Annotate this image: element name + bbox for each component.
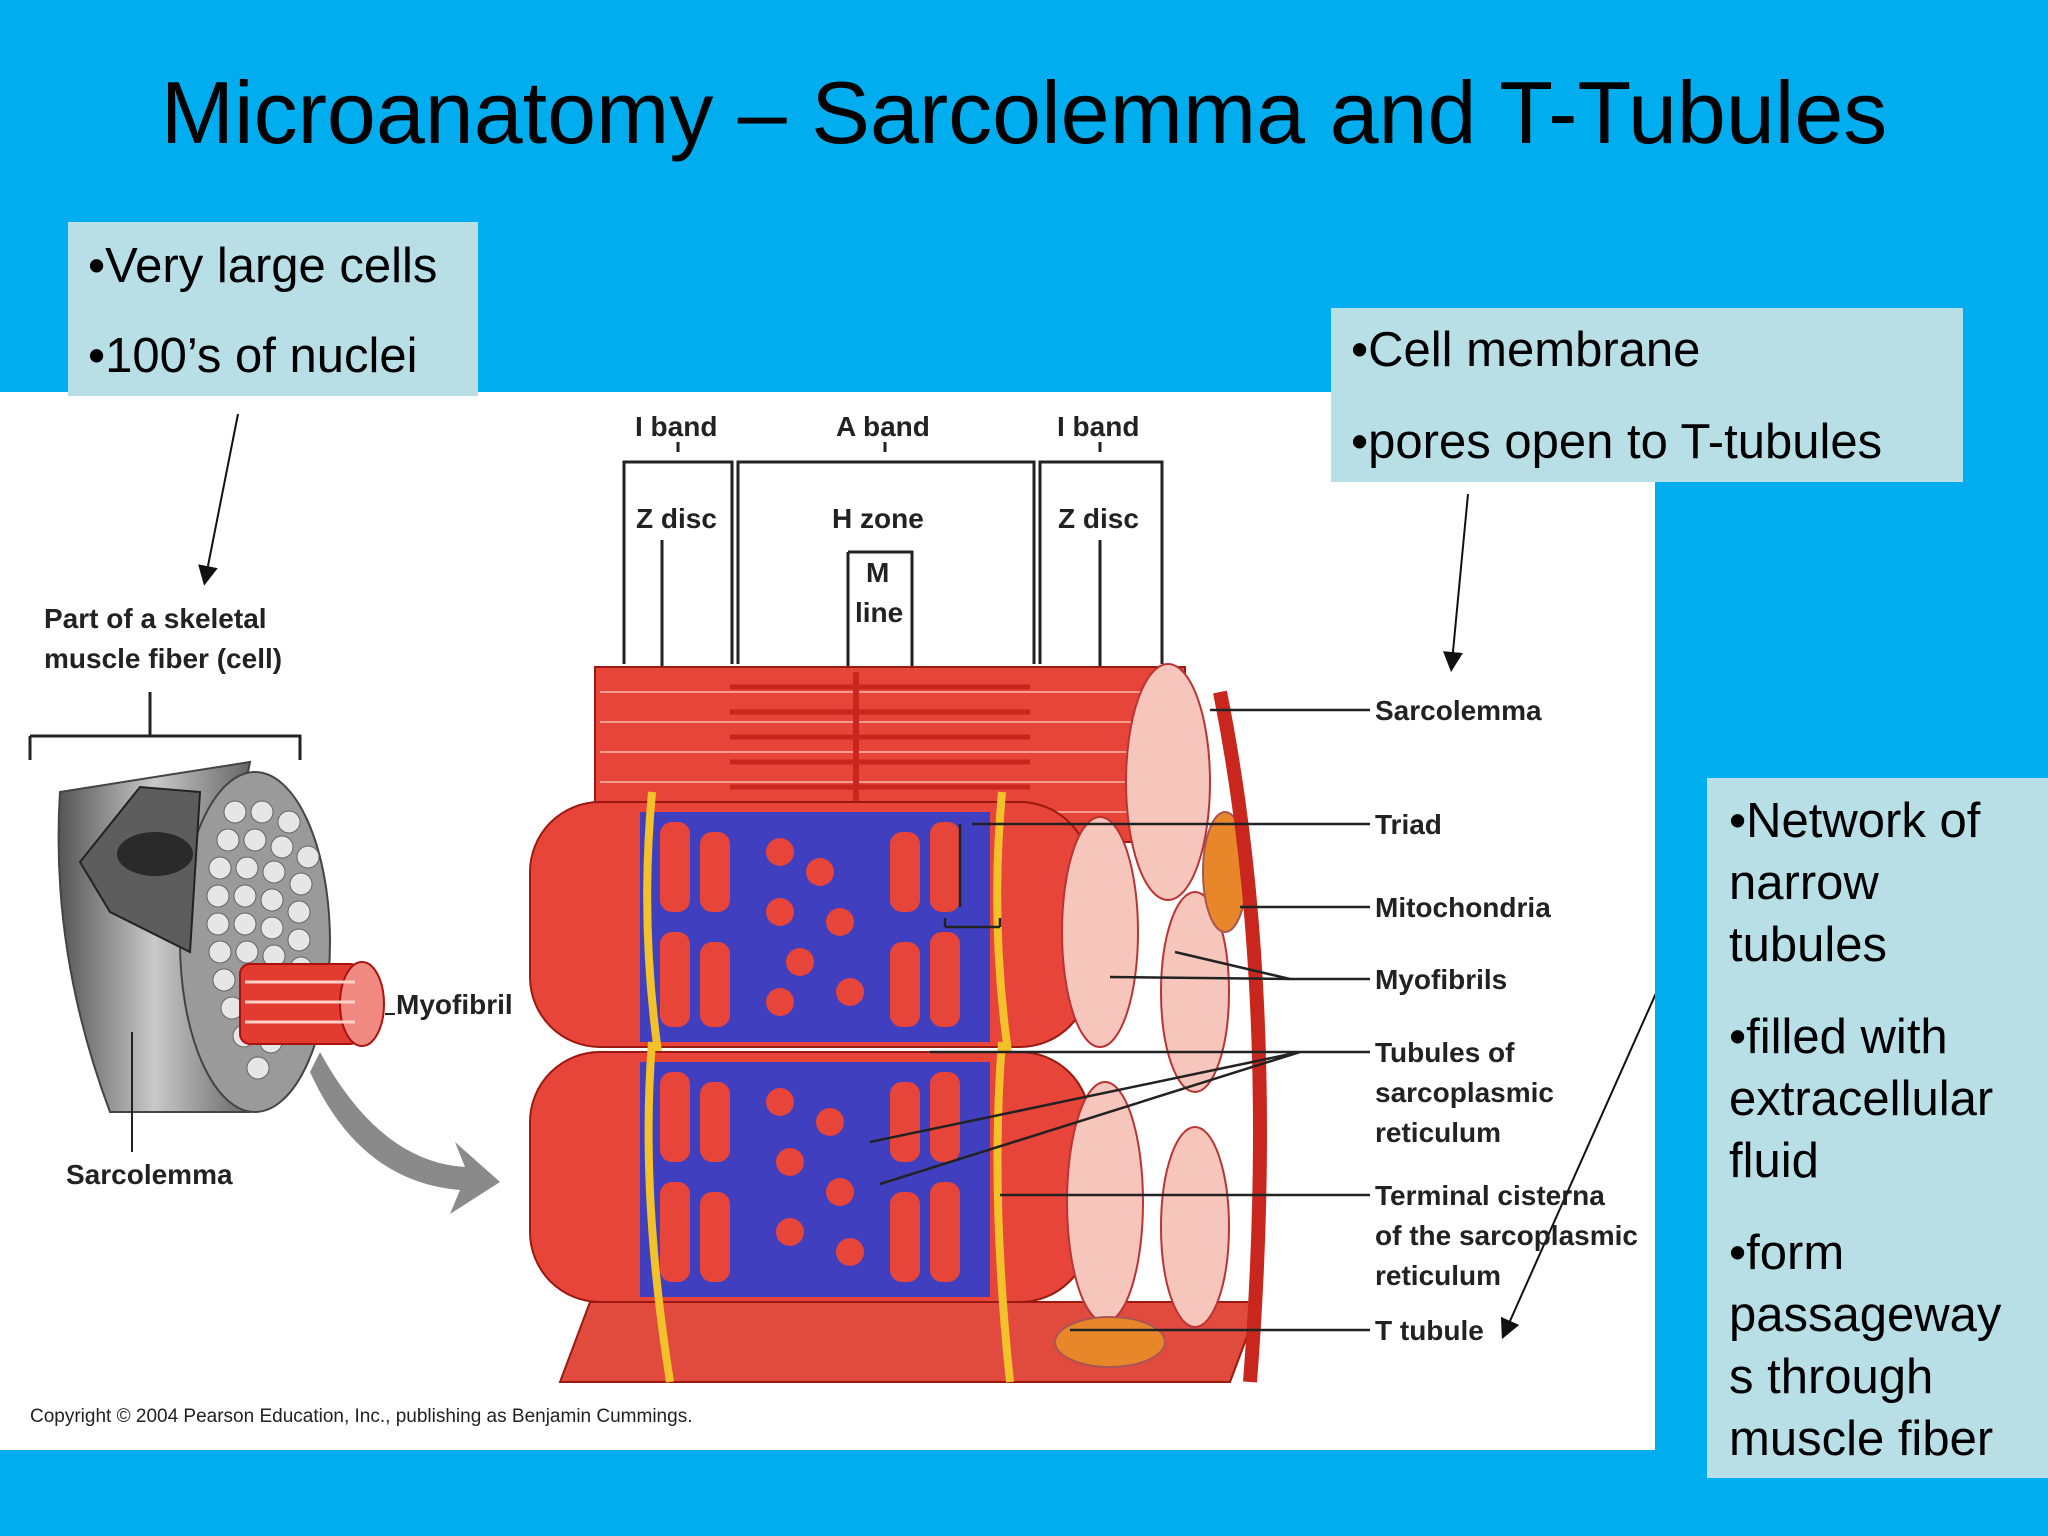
membrane-callout-arrow [1442,493,1469,672]
terminal-cisterna-label-1: Terminal cisterna [1375,1180,1605,1211]
muscle-fiber-diagram: Part of a skeletal muscle fiber (cell) M… [28,411,1727,1427]
muscle-diagram-panel: Part of a skeletal muscle fiber (cell) M… [0,392,1727,1450]
m-line-label-2: line [855,597,903,628]
myofibrils-label: Myofibrils [1375,964,1507,995]
a-band-label: A band [836,411,930,442]
callout-large-cells-bullet2: •100’s of nuclei [88,329,418,383]
callout-t-tubules-b1-l3: tubules [1729,918,1888,972]
band-brackets [622,442,1164,672]
tubules-sr-label-2: sarcoplasmic [1375,1077,1554,1108]
callout-t-tubules-b1-l2: narrow [1729,856,1879,910]
callout-t-tubules-b2-l3: fluid [1729,1134,1819,1188]
callout-t-tubules-b3-l3: s through [1729,1350,1934,1404]
callout-t-tubules: •Network of narrow tubules •filled with … [1707,778,2048,1478]
mitochondria-label: Mitochondria [1375,892,1551,923]
sarcolemma-left-label: Sarcolemma [66,1159,233,1190]
tubules-sr-label-3: reticulum [1375,1117,1501,1148]
fiber-label-line1: Part of a skeletal [44,603,267,634]
tubules-sr-label-1: Tubules of [1375,1037,1515,1068]
label-leader-lines [869,708,1370,1332]
callout-t-tubules-b3-l1: •form [1729,1226,1845,1280]
skeletal-fiber-illustration [28,692,500,1214]
sarcolemma-label: Sarcolemma [1375,695,1542,726]
callout-t-tubules-b1-l1: •Network of [1729,794,1981,848]
fiber-label-line2: muscle fiber (cell) [44,643,282,674]
triad-label: Triad [1375,809,1442,840]
copyright-notice: Copyright © 2004 Pearson Education, Inc.… [30,1406,692,1427]
callout-large-cells: •Very large cells •100’s of nuclei [68,222,478,396]
terminal-cisterna-label-3: reticulum [1375,1260,1501,1291]
cells-callout-arrow [198,413,239,586]
callout-t-tubules-b2-l2: extracellular [1729,1072,1994,1126]
i-band-left-label: I band [635,411,717,442]
h-zone-label: H zone [832,503,924,534]
myofibril-label: Myofibril [396,989,513,1020]
t-tubule-label: T tubule [1375,1315,1484,1346]
terminal-cisterna-label-2: of the sarcoplasmic [1375,1220,1638,1251]
m-line-label-1: M [866,557,889,588]
slide-title: Microanatomy – Sarcolemma and T-Tubules [160,63,1888,162]
callout-t-tubules-b3-l2: passageway [1729,1288,2002,1342]
sarcomere-block [529,663,1267,1383]
callout-cell-membrane-bullet2: •pores open to T-tubules [1351,415,1883,469]
callout-t-tubules-b2-l1: •filled with [1729,1010,1948,1064]
callout-large-cells-bullet1: •Very large cells [88,239,438,293]
myofibril-illustration [239,961,385,1047]
i-band-right-label: I band [1057,411,1139,442]
z-disc-left-label: Z disc [636,503,717,534]
callout-cell-membrane-bullet1: •Cell membrane [1351,323,1701,377]
callout-cell-membrane: •Cell membrane •pores open to T-tubules [1331,308,1963,482]
z-disc-right-label: Z disc [1058,503,1139,534]
callout-t-tubules-b3-l4: muscle fiber [1729,1412,1994,1466]
